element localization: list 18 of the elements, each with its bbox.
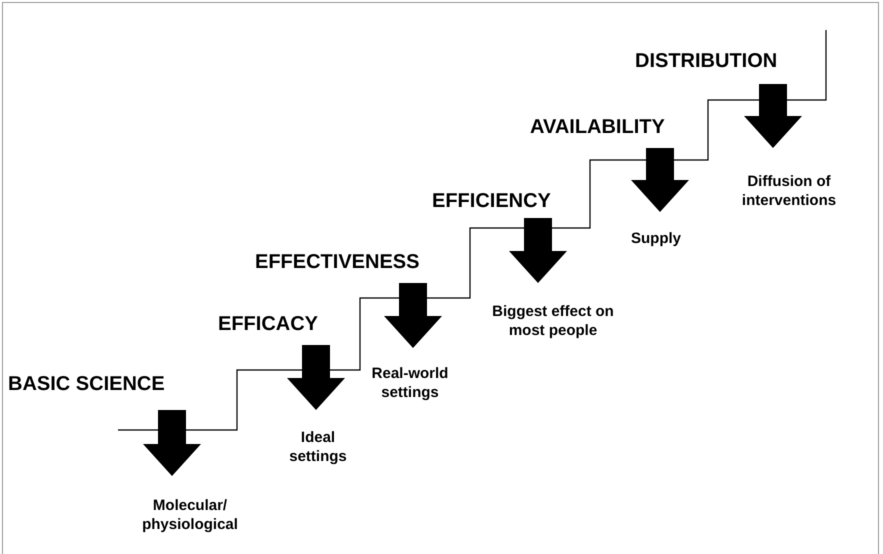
- step-description: Molecular/ physiological: [125, 476, 255, 534]
- step-description: Diffusion of interventions: [732, 148, 846, 210]
- step-heading: EFFICIENCY: [432, 189, 551, 218]
- block-arrow: [287, 345, 345, 410]
- step-description: Ideal settings: [278, 410, 358, 466]
- step-description: Real-world settings: [360, 348, 460, 402]
- step-heading: AVAILABILITY: [530, 115, 665, 148]
- step-heading: EFFICACY: [218, 312, 318, 345]
- step-description: Biggest effect on most people: [483, 283, 623, 340]
- block-arrow: [744, 84, 802, 148]
- block-arrow: [143, 410, 201, 476]
- block-arrow: [631, 148, 689, 212]
- step-heading: DISTRIBUTION: [635, 49, 778, 84]
- block-arrow: [384, 283, 442, 348]
- step-description: Supply: [616, 212, 696, 248]
- step-heading: EFFECTIVENESS: [255, 250, 420, 283]
- block-arrow: [509, 218, 567, 283]
- step-heading: BASIC SCIENCE: [8, 372, 165, 410]
